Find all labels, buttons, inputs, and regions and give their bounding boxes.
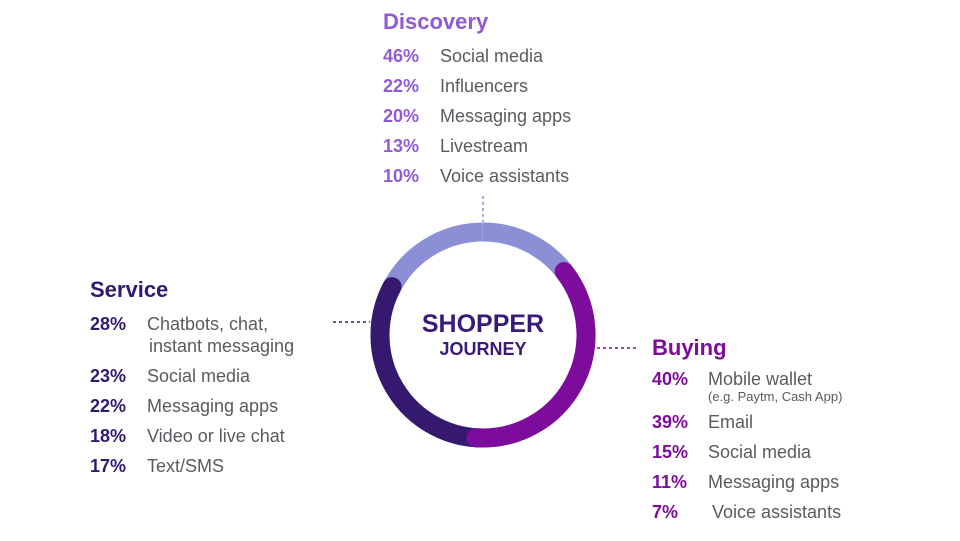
percent: 13% bbox=[383, 136, 420, 156]
label: Video or live chat bbox=[147, 426, 285, 446]
label-main: Mobile wallet bbox=[708, 369, 813, 389]
label-line2: instant messaging bbox=[149, 336, 295, 356]
buying-arc bbox=[466, 262, 596, 448]
discovery-title: Discovery bbox=[383, 9, 489, 34]
percent: 22% bbox=[383, 76, 420, 96]
percent: 40% bbox=[652, 369, 689, 389]
label: Social media bbox=[147, 366, 251, 386]
label: Social media bbox=[440, 46, 544, 66]
center-title: SHOPPER bbox=[421, 310, 545, 338]
percent: 22% bbox=[90, 396, 127, 416]
center-label: SHOPPER JOURNEY bbox=[383, 310, 583, 360]
percent: 15% bbox=[652, 442, 689, 462]
percent: 39% bbox=[652, 412, 689, 432]
label: Text/SMS bbox=[147, 456, 225, 476]
percent: 17% bbox=[90, 456, 127, 476]
percent: 28% bbox=[90, 314, 127, 334]
service-arc bbox=[370, 277, 493, 448]
percent: 23% bbox=[90, 366, 127, 386]
label: Influencers bbox=[440, 76, 529, 96]
label: Social media bbox=[708, 442, 812, 462]
percent: 7% bbox=[652, 502, 679, 522]
center-subtitle: JOURNEY bbox=[439, 339, 527, 359]
label: Livestream bbox=[440, 136, 529, 156]
label-line1: Chatbots, chat, bbox=[147, 314, 269, 334]
label: Email bbox=[708, 412, 754, 432]
label: Mobile wallet(e.g. Paytm, Cash App) bbox=[708, 368, 842, 404]
label: Messaging apps bbox=[708, 472, 840, 492]
percent: 20% bbox=[383, 106, 420, 126]
percent: 46% bbox=[383, 46, 420, 66]
label: Messaging apps bbox=[440, 106, 572, 126]
percent: 18% bbox=[90, 426, 127, 446]
label: Voice assistants bbox=[712, 502, 842, 522]
service-title: Service bbox=[90, 277, 169, 302]
label: Voice assistants bbox=[440, 166, 570, 186]
label-sub: (e.g. Paytm, Cash App) bbox=[708, 389, 843, 404]
label: Messaging apps bbox=[147, 396, 279, 416]
percent: 10% bbox=[383, 166, 420, 186]
buying-title: Buying bbox=[652, 335, 727, 360]
label: Chatbots, chat,instant messaging bbox=[147, 313, 294, 357]
percent: 11% bbox=[652, 472, 688, 492]
